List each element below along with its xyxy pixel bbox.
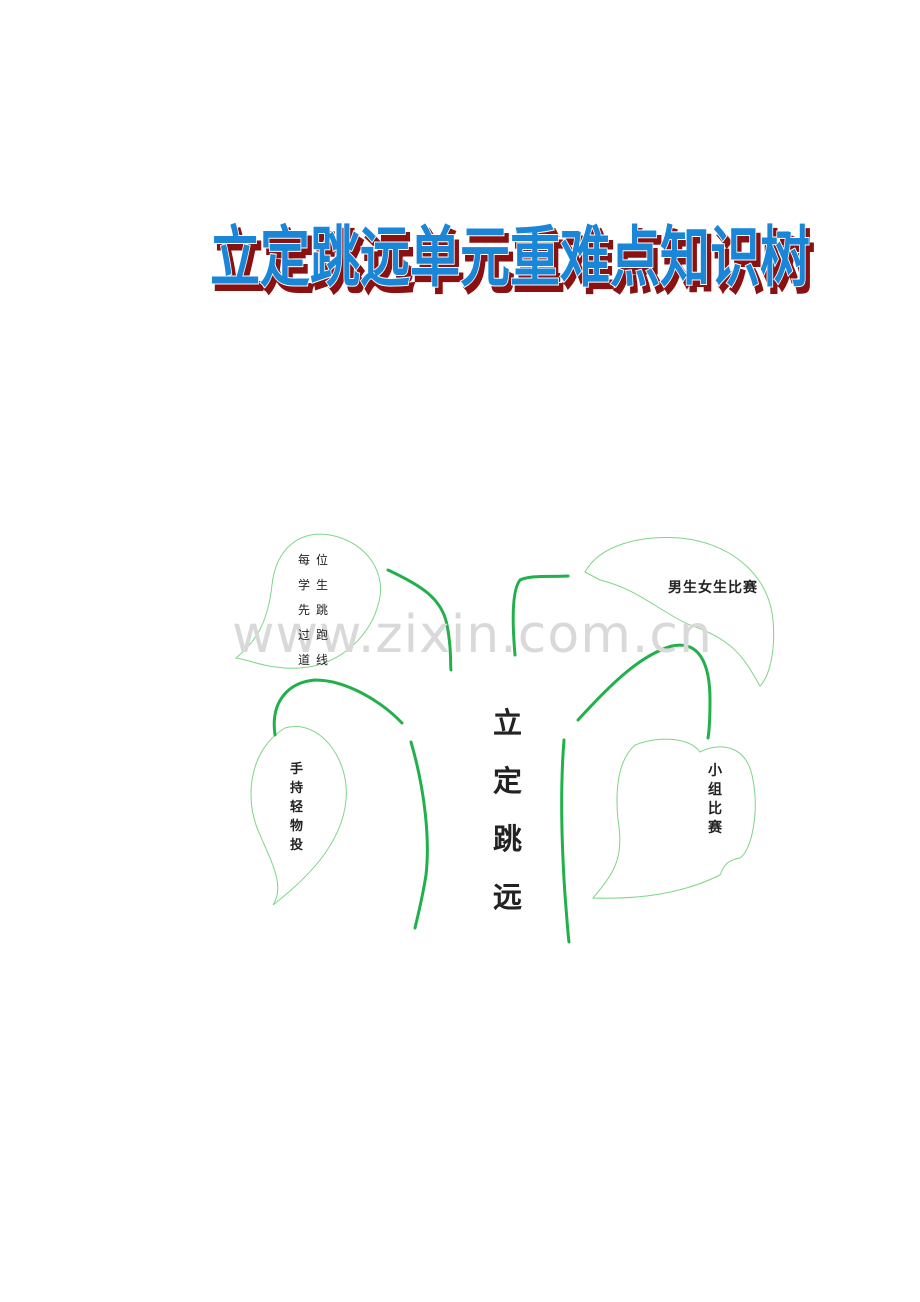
leaf-top-left-text: 每位学生先跳过跑道线 (298, 553, 335, 667)
leaf-bottom-right-outline (591, 738, 756, 899)
leaf-bottom-right-text: 小组比赛 (708, 763, 722, 836)
leaf-middle-left-outline (250, 726, 347, 906)
trunk-label: 立定跳远 (493, 706, 523, 914)
page-title: 立定跳远单元重难点知识树 立定跳远单元重难点知识树 (208, 178, 828, 298)
watermark: www.zixin.com.cn (232, 605, 713, 665)
title-shadow: 立定跳远单元重难点知识树 (214, 225, 814, 298)
leaf-top-right-outline (584, 537, 775, 687)
branch-lower-right (560, 738, 571, 944)
branch-middle-left (272, 678, 404, 737)
leaf-top-left-outline (234, 533, 382, 669)
leaf-top-right-text: 男生女生比赛 (668, 580, 758, 596)
leaf-middle-left-text: 手持轻物投 (290, 762, 304, 853)
branch-top-left (386, 568, 453, 672)
branch-top-center (511, 574, 570, 657)
branch-right (576, 643, 712, 740)
title-text: 立定跳远单元重难点知识树 (210, 219, 810, 296)
branch-lower-left (409, 740, 429, 930)
